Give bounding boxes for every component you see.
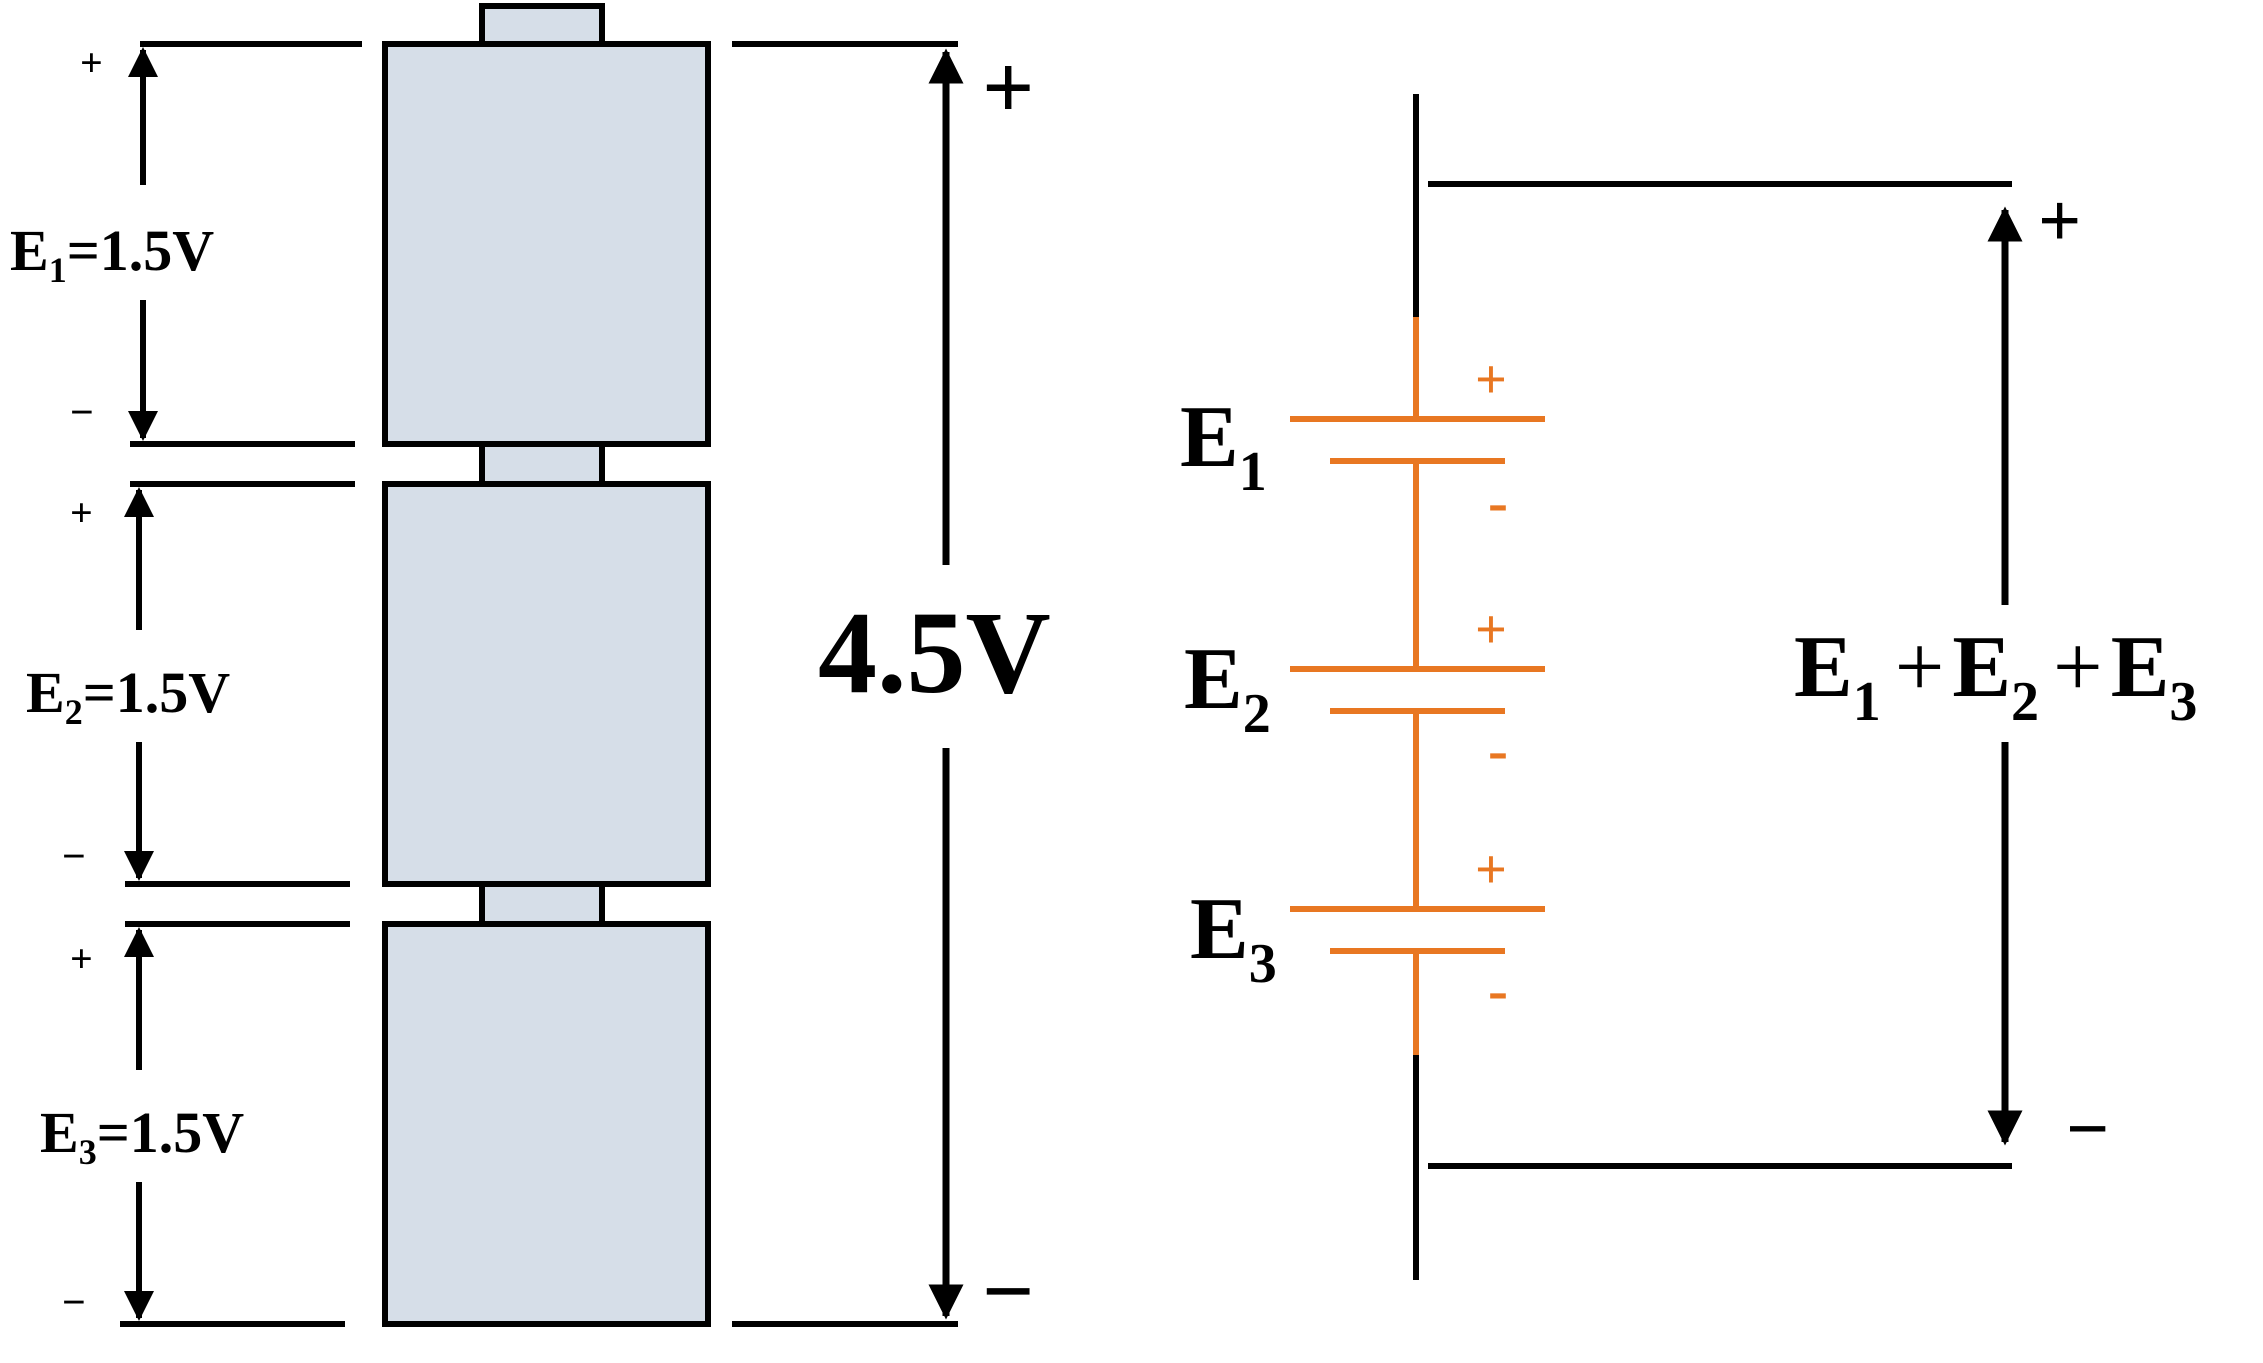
cell-arrows bbox=[124, 47, 158, 1321]
battery-stack bbox=[382, 3, 711, 1327]
cell-2-label: E2=1.5V bbox=[26, 660, 230, 732]
cell-3-label: E3=1.5V bbox=[40, 1100, 244, 1172]
level-lines-total bbox=[732, 41, 958, 1327]
battery-cell-1 bbox=[382, 41, 711, 447]
source-3-label: E3 bbox=[1190, 881, 1277, 995]
schematic-polarity: + - + - + - bbox=[1475, 349, 1508, 1023]
cell-1-minus: − bbox=[70, 390, 94, 436]
source-1-minus: - bbox=[1488, 469, 1508, 535]
cell-3-minus: − bbox=[62, 1280, 86, 1326]
schematic: + - + - + - E1 E2 E3 E1+E2+E3 bbox=[1180, 94, 2197, 1280]
schematic-plus: + bbox=[2038, 179, 2081, 263]
source-2-minus: - bbox=[1488, 717, 1508, 783]
battery-cell-3 bbox=[382, 921, 711, 1327]
source-1-plus: + bbox=[1475, 349, 1507, 411]
source-2-plus: + bbox=[1475, 599, 1507, 661]
schematic-minus: − bbox=[2066, 1087, 2109, 1171]
total-plus: + bbox=[982, 36, 1034, 138]
source-3-plus: + bbox=[1475, 839, 1507, 901]
cell-2-plus: + bbox=[70, 490, 93, 535]
sum-label: E1+E2+E3 bbox=[1794, 619, 2197, 733]
cell-labels: + − E1=1.5V + − E2=1.5V + − E3=1.5V bbox=[10, 40, 244, 1326]
total-voltage: 4.5V bbox=[818, 587, 1051, 718]
schematic-cells bbox=[1290, 317, 1545, 1055]
cell-3-plus: + bbox=[70, 936, 93, 981]
cell-1-label: E1=1.5V bbox=[10, 218, 214, 290]
schematic-wires bbox=[1413, 94, 2012, 1280]
battery-connector-1 bbox=[479, 441, 605, 487]
level-lines-left bbox=[120, 41, 362, 1327]
cell-2-minus: − bbox=[62, 834, 86, 880]
source-3-minus: - bbox=[1488, 957, 1508, 1023]
source-1-label: E1 bbox=[1180, 389, 1267, 503]
battery-terminal-top bbox=[479, 3, 605, 47]
battery-connector-2 bbox=[479, 881, 605, 927]
total-minus: − bbox=[982, 1240, 1034, 1342]
schematic-source-labels: E1 E2 E3 bbox=[1180, 389, 1277, 995]
battery-cell-2 bbox=[382, 481, 711, 887]
total-labels: 4.5V + − bbox=[818, 36, 1051, 1342]
source-2-label: E2 bbox=[1184, 631, 1271, 745]
cell-1-plus: + bbox=[80, 40, 103, 85]
